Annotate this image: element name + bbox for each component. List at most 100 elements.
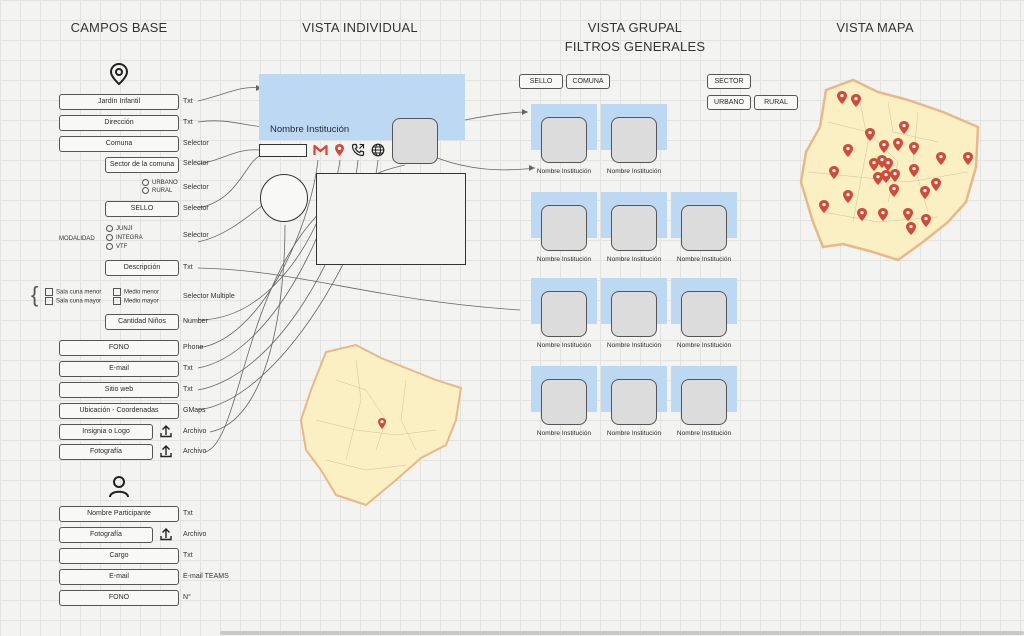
sector-option-urbano[interactable]: URBANO xyxy=(142,179,178,186)
field-direccion[interactable]: Dirección xyxy=(59,115,179,131)
heading-vista-mapa: VISTA MAPA xyxy=(836,20,914,35)
sector-option-rural[interactable]: RURAL xyxy=(142,187,172,194)
upload-icon[interactable] xyxy=(160,527,172,541)
card-name: Nombre Institución xyxy=(606,342,662,349)
globe-icon[interactable] xyxy=(371,143,385,157)
map-pin-icon xyxy=(931,178,941,191)
field-jardin-infantil[interactable]: Jardín Infantil xyxy=(59,94,179,110)
card-logo[interactable] xyxy=(681,205,727,251)
card-name: Nombre Institución xyxy=(676,342,732,349)
type-email: Txt xyxy=(183,365,193,372)
field-cantidad-ninos[interactable]: Cantidad Niños xyxy=(105,314,179,330)
field-sector-comuna[interactable]: Sector de la comuna xyxy=(105,157,179,173)
map-pin-icon xyxy=(878,208,888,221)
user-icon xyxy=(108,475,130,499)
type-sello: Selector xyxy=(183,205,209,212)
individual-photo-circle xyxy=(260,174,308,222)
location-pin-icon[interactable] xyxy=(334,143,345,157)
map-pin-icon xyxy=(883,158,893,171)
card-name: Nombre Institución xyxy=(606,256,662,263)
card-name: Nombre Institución xyxy=(536,256,592,263)
map-pin-icon xyxy=(857,208,867,221)
nivel-sala-cuna-menor[interactable]: Sala cuna menor xyxy=(45,288,101,296)
card-logo[interactable] xyxy=(541,117,587,163)
type-sitio-web: Txt xyxy=(183,386,193,393)
field-nombre-participante[interactable]: Nombre Participante xyxy=(59,506,179,522)
card-name: Nombre Institución xyxy=(536,168,592,175)
card-logo[interactable] xyxy=(541,291,587,337)
field-fotografia[interactable]: Fotografía xyxy=(59,444,153,460)
region-map-pins xyxy=(819,91,973,235)
card-logo[interactable] xyxy=(541,205,587,251)
type-modalidad: Selector xyxy=(183,232,209,239)
field-participante-email[interactable]: E-mail xyxy=(59,569,179,585)
upload-icon[interactable] xyxy=(160,444,172,458)
field-email[interactable]: E-mail xyxy=(59,361,179,377)
field-comuna[interactable]: Comuna xyxy=(59,136,179,152)
map-pin-icon xyxy=(906,222,916,235)
map-pin-icon xyxy=(909,164,919,177)
modalidad-option-junji[interactable]: JUNJI xyxy=(106,225,132,232)
map-pin-icon xyxy=(921,214,931,227)
individual-logo-tile xyxy=(392,118,438,164)
card-logo[interactable] xyxy=(541,379,587,425)
field-participante-fono[interactable]: FONO xyxy=(59,590,179,606)
location-pin-icon xyxy=(108,62,130,86)
type-participante-fono: N° xyxy=(183,594,191,601)
nivel-medio-menor[interactable]: Medio menor xyxy=(113,288,159,296)
field-sitio-web[interactable]: Sitio web xyxy=(59,382,179,398)
map-pin-icon xyxy=(881,170,891,183)
card-name: Nombre Institución xyxy=(606,430,662,437)
modalidad-option-integra[interactable]: INTEGRA xyxy=(106,234,143,241)
card-logo[interactable] xyxy=(611,117,657,163)
card-logo[interactable] xyxy=(681,379,727,425)
filter-sector[interactable]: SECTOR xyxy=(707,74,751,89)
heading-campos-base: CAMPOS BASE xyxy=(70,20,168,35)
card-name: Nombre Institución xyxy=(536,342,592,349)
map-pin-icon xyxy=(865,128,875,141)
map-pin-icon xyxy=(837,91,847,104)
filter-sello[interactable]: SELLO xyxy=(519,74,563,89)
map-pin-icon xyxy=(903,208,913,221)
gmail-icon[interactable] xyxy=(313,144,328,156)
field-participante-fotografia[interactable]: Fotografía xyxy=(59,527,153,543)
type-participante-fotografia: Archivo xyxy=(183,531,207,538)
modalidad-option-vtf[interactable]: VTF xyxy=(106,243,127,250)
map-pin-icon xyxy=(909,142,919,155)
card-name: Nombre Institución xyxy=(536,430,592,437)
field-fono[interactable]: FONO xyxy=(59,340,179,356)
type-niveles: Selector Multiple xyxy=(183,293,235,300)
card-logo[interactable] xyxy=(611,205,657,251)
card-name: Nombre Institución xyxy=(676,256,732,263)
card-logo[interactable] xyxy=(611,291,657,337)
field-cargo[interactable]: Cargo xyxy=(59,548,179,564)
phone-icon[interactable] xyxy=(351,143,365,157)
card-logo[interactable] xyxy=(611,379,657,425)
type-ubicacion: GMaps xyxy=(183,407,206,414)
nivel-sala-cuna-mayor[interactable]: Sala cuna mayor xyxy=(45,297,101,305)
filter-comuna[interactable]: COMUNA xyxy=(566,74,610,89)
type-direccion: Txt xyxy=(183,119,193,126)
map-pin-icon xyxy=(890,169,900,182)
card-logo[interactable] xyxy=(681,291,727,337)
type-cargo: Txt xyxy=(183,552,193,559)
filter-rural[interactable]: RURAL xyxy=(754,95,798,110)
upload-icon[interactable] xyxy=(160,424,172,438)
horizontal-scrollbar[interactable] xyxy=(220,631,1024,635)
card-name: Nombre Institución xyxy=(606,168,662,175)
nivel-medio-mayor[interactable]: Medio mayor xyxy=(113,297,159,305)
individual-institution-name: Nombre Institución xyxy=(270,124,350,135)
filter-urbano[interactable]: URBANO xyxy=(707,95,751,110)
field-ubicacion[interactable]: Ubicación - Coordenadas xyxy=(59,403,179,419)
field-descripcion[interactable]: Descripción xyxy=(105,260,179,276)
heading-filtros-generales: FILTROS GENERALES xyxy=(564,39,706,54)
niveles-brace: { xyxy=(31,282,39,307)
individual-input-box[interactable] xyxy=(259,144,307,157)
individual-description-box xyxy=(316,173,466,265)
field-insignia-logo[interactable]: Insignia o Logo xyxy=(59,424,153,440)
map-pin-icon xyxy=(889,184,899,197)
map-pin-icon xyxy=(893,138,903,151)
type-descripcion: Txt xyxy=(183,264,193,271)
field-sello[interactable]: SELLO xyxy=(105,201,179,217)
heading-vista-grupal: VISTA GRUPAL xyxy=(587,20,683,35)
